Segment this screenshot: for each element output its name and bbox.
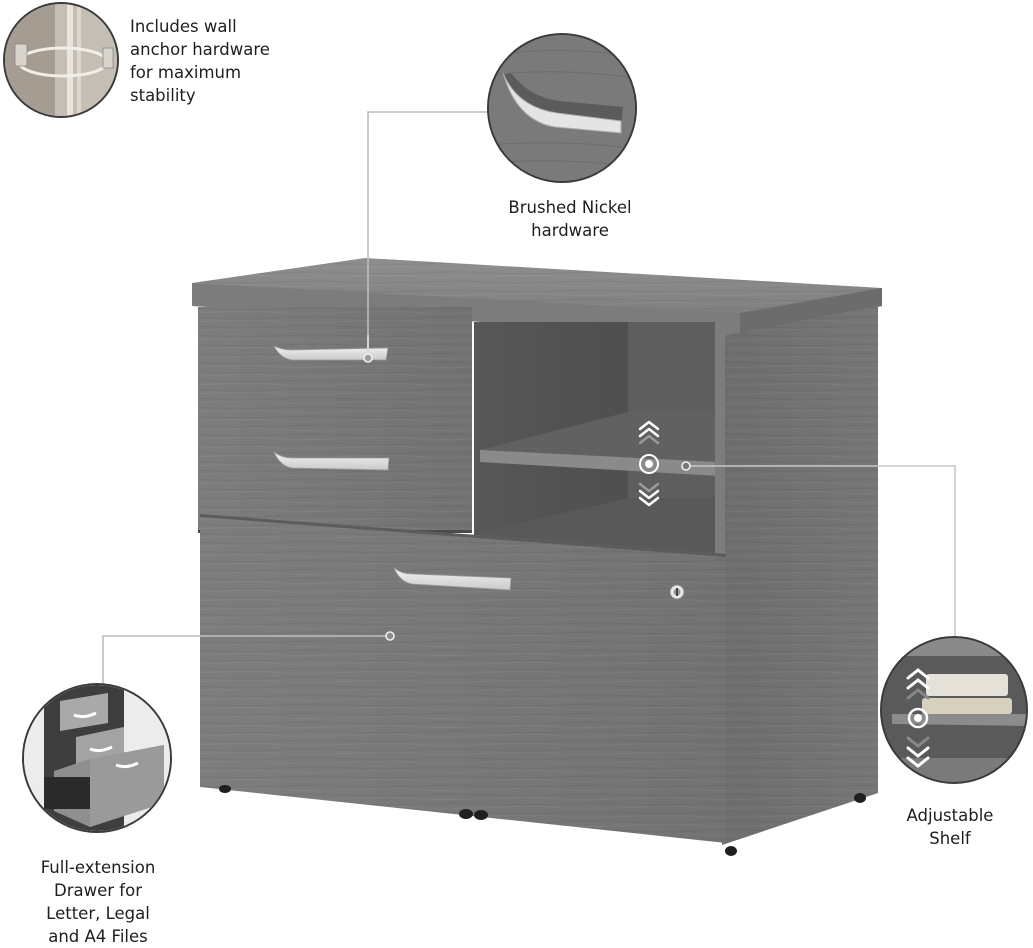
wall-anchor-icon	[5, 4, 117, 116]
cabinet-feet	[219, 785, 866, 856]
drawer-handle-middle	[273, 450, 390, 471]
adjustable-shelf-caption: Adjustable Shelf	[906, 806, 994, 848]
wall-anchor-detail-image	[3, 2, 119, 118]
drawer-handle-file	[393, 566, 512, 591]
open-cubby	[474, 322, 725, 554]
middle-drawer	[198, 411, 472, 533]
hardware-detail-image	[487, 33, 637, 183]
upper-drawer	[198, 307, 472, 428]
adjustable-shelf-icon	[882, 638, 1026, 782]
file-drawer-detail-image	[22, 683, 172, 833]
hardware-caption: Brushed Nickel hardware	[508, 198, 632, 240]
drawer-pull-icon	[489, 35, 635, 181]
drawer-handle-upper	[273, 345, 389, 361]
file-drawer-caption: Full-extension Drawer for Letter, Legal …	[40, 858, 156, 946]
wall-anchor-caption: Includes wall anchor hardware for maximu…	[130, 17, 270, 105]
lock-icon	[669, 584, 685, 600]
callout-leader-lines	[102, 111, 956, 684]
cabinet-side-panel	[722, 306, 878, 845]
open-drawers-icon	[24, 685, 170, 831]
file-drawer	[200, 514, 726, 843]
shelf-adjust-arrows-icon	[638, 420, 660, 507]
adjustable-shelf-detail-image	[880, 636, 1028, 784]
